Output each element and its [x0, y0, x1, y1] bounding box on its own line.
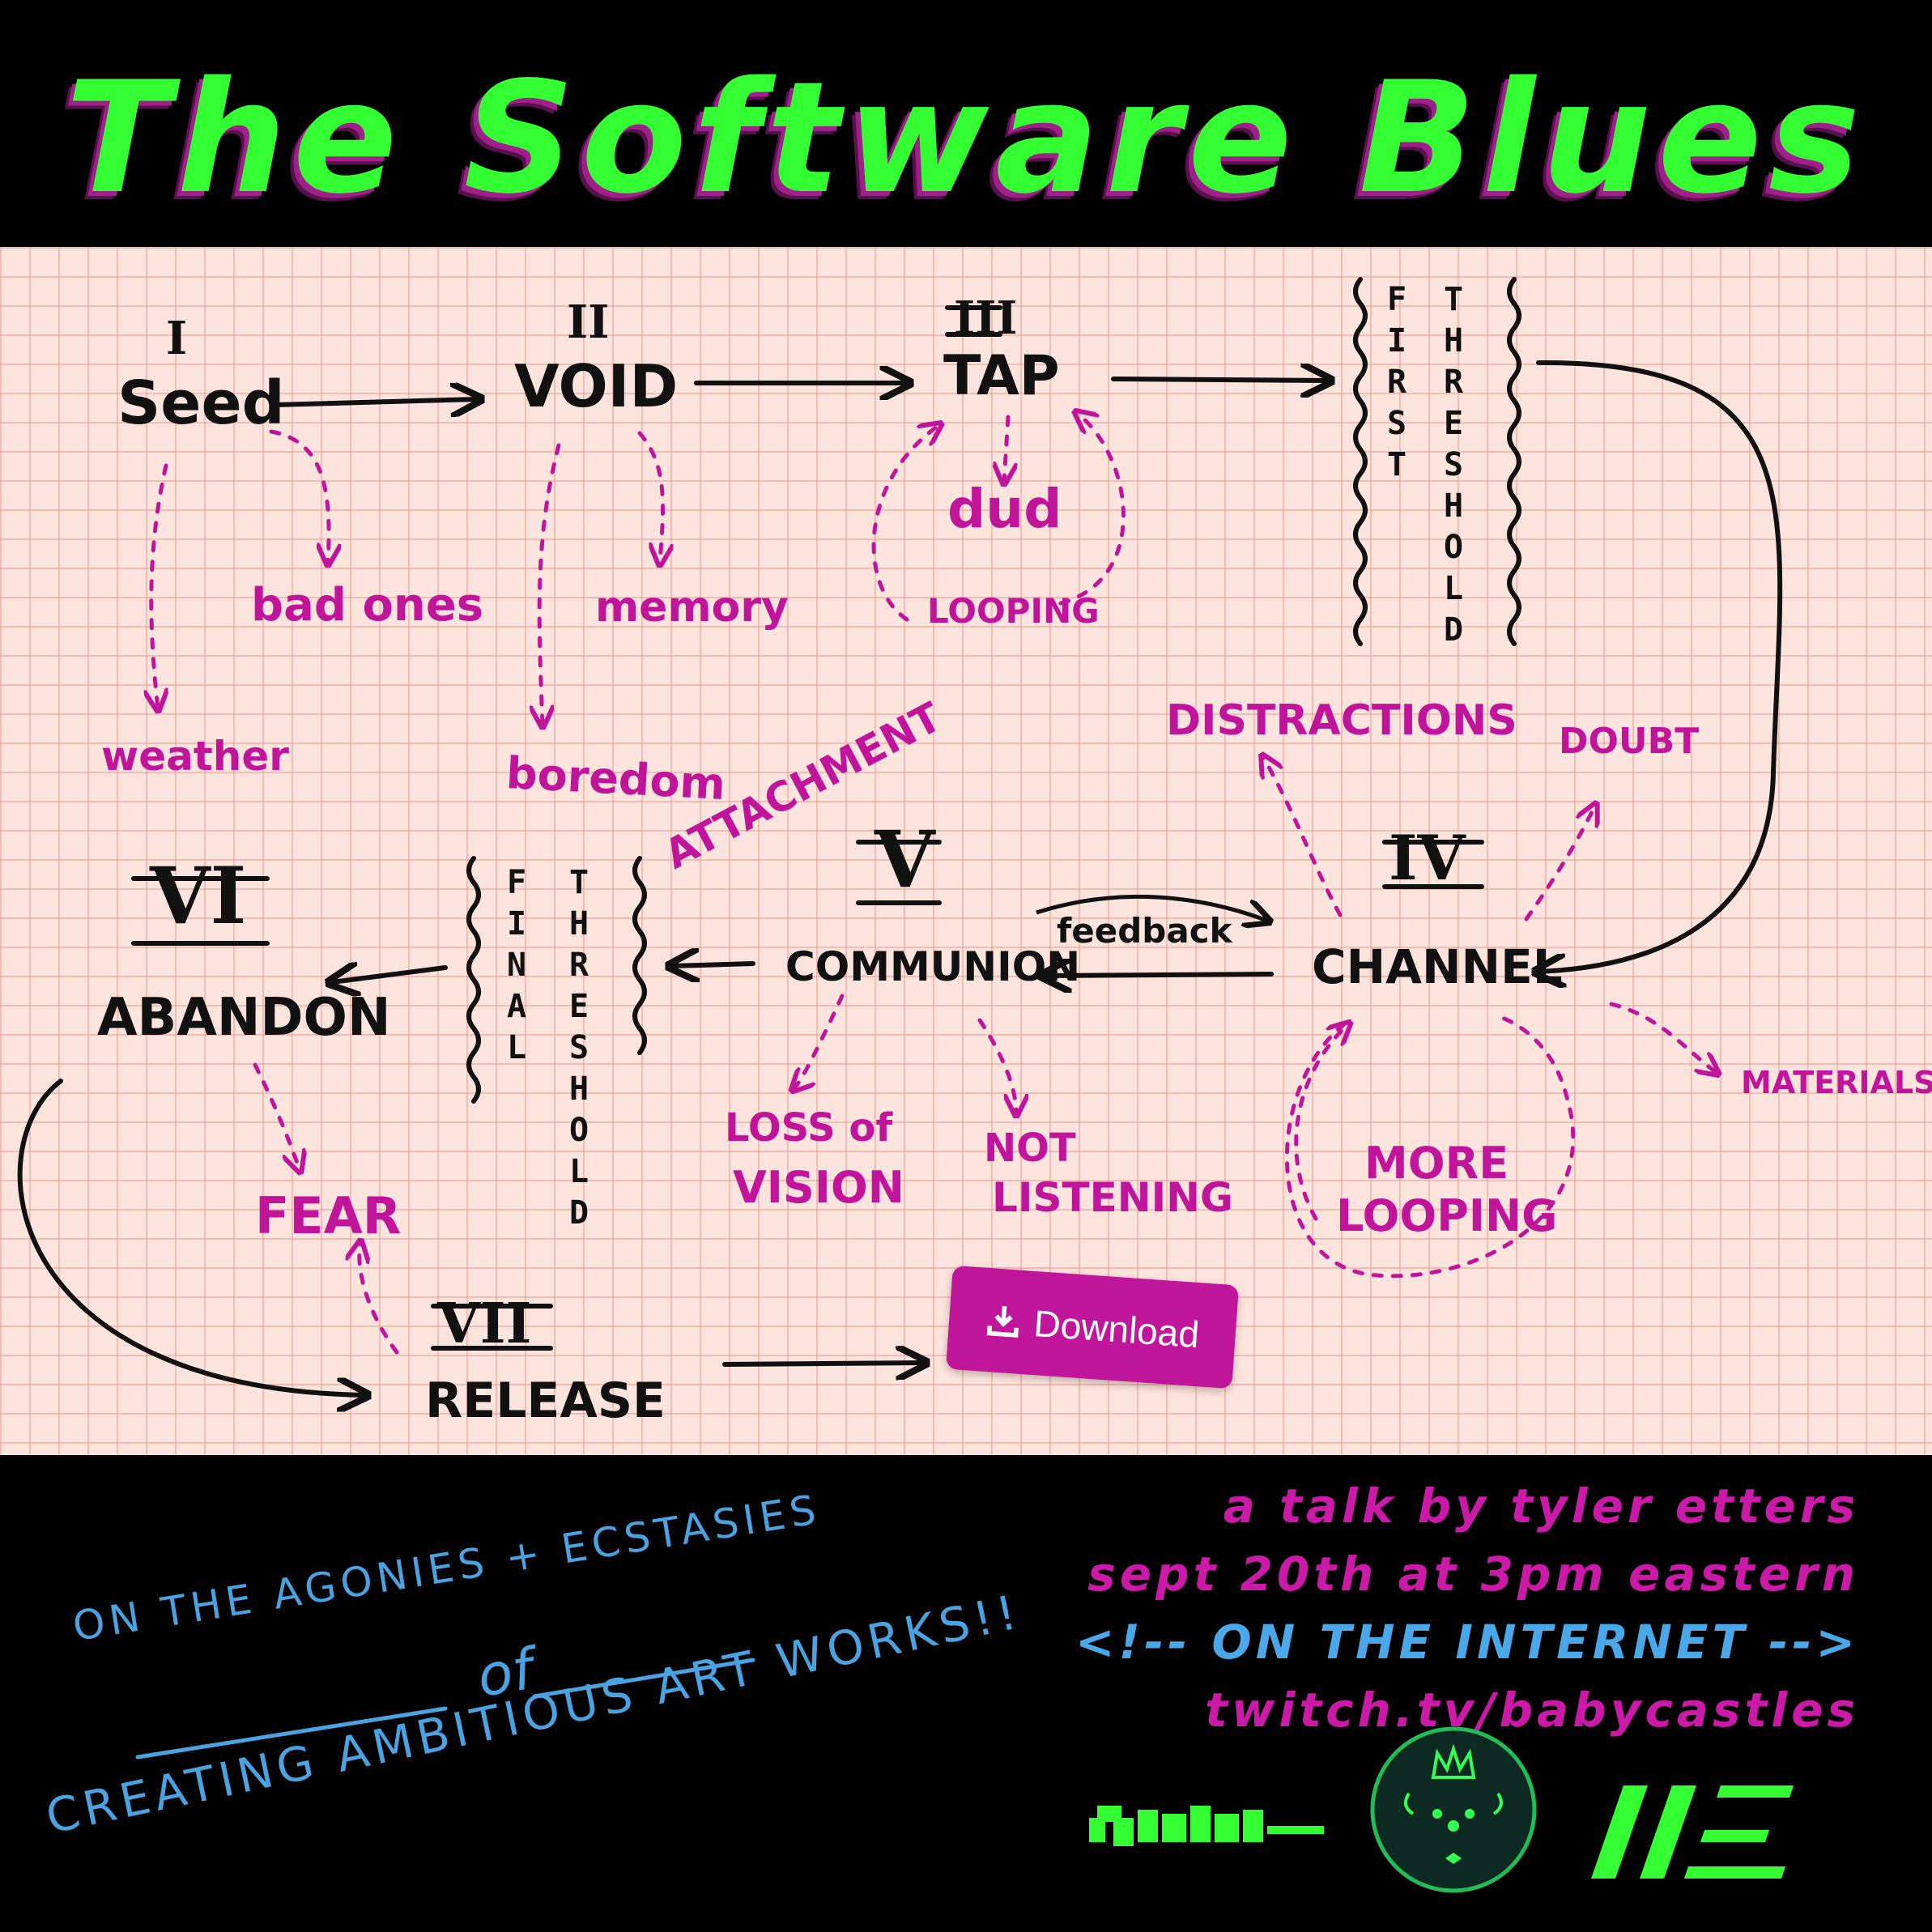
path-abandon-fear — [253, 1062, 300, 1170]
release-numeral: VII — [437, 1292, 532, 1356]
final-threshold-word1: FINAL — [506, 864, 527, 1066]
info-link[interactable]: twitch.tv/babycastles — [1205, 1683, 1859, 1738]
pitfall-memory: memory — [595, 583, 789, 632]
pitfall-loss-of: LOSS of — [725, 1105, 893, 1151]
path-communion-lossofvision — [794, 994, 845, 1089]
release-label: RELEASE — [425, 1372, 666, 1429]
path-channel-loop-in — [1294, 1024, 1348, 1221]
pitfall-doubt: DOUBT — [1559, 721, 1700, 762]
diagram-arrows — [17, 277, 1783, 1455]
communion-numeral: V — [875, 814, 935, 905]
first-threshold-word2: THRESHOLD — [1443, 281, 1464, 649]
pitfall-more: MORE — [1364, 1138, 1509, 1189]
path-void-memory — [637, 431, 663, 563]
pixel-logo-icon — [1089, 1806, 1324, 1846]
diagram-canvas: I Seed II VOID III TAP FIRST THRESHOLD I… — [0, 247, 1932, 1455]
pitfall-more-looping: LOOPING — [1336, 1190, 1558, 1241]
tap-label: TAP — [943, 344, 1060, 408]
arrow-communion-final — [672, 964, 755, 966]
info-date: sept 20th at 3pm eastern — [1087, 1547, 1859, 1602]
info-speaker: a talk by tyler etters — [1223, 1479, 1859, 1534]
final-threshold-left-wall — [466, 856, 481, 1104]
path-tap-dud — [1004, 415, 1008, 482]
arrow-release-download — [722, 1363, 923, 1364]
arrow-threshold-channel — [1538, 360, 1783, 972]
arrow-tap-threshold — [1111, 379, 1328, 381]
pitfall-fear: FEAR — [255, 1186, 402, 1245]
pitfall-materials: MATERIALS — [1741, 1065, 1932, 1100]
path-channel-materials — [1609, 1002, 1717, 1073]
abandon-numeral: VI — [150, 850, 247, 942]
path-release-fear — [360, 1243, 399, 1355]
path-seed-weather — [151, 463, 166, 709]
pitfall-distractions: DISTRACTIONS — [1166, 696, 1517, 745]
arrow-feedback — [1036, 894, 1267, 921]
path-channel-distractions — [1263, 757, 1343, 917]
loop-tap-left — [871, 425, 939, 622]
crowned-bear-logo-icon — [1370, 1726, 1537, 1893]
pitfall-vision: VISION — [733, 1162, 904, 1213]
pitfall-dud: dud — [947, 478, 1062, 540]
arrow-abandon-release — [17, 1079, 364, 1395]
first-threshold-right-wall — [1507, 277, 1521, 646]
download-icon — [986, 1305, 1019, 1338]
abandon-label: ABANDON — [97, 988, 391, 1048]
tap-numeral: III — [954, 292, 1018, 345]
subtitle-lines — [135, 1658, 755, 1760]
arrow-channel-communion — [1045, 974, 1274, 976]
path-void-boredom — [539, 443, 561, 725]
void-numeral: II — [567, 296, 610, 349]
pitfall-looping: LOOPING — [927, 591, 1100, 631]
path-seed-badones — [269, 429, 329, 563]
pitfall-not: NOT — [984, 1126, 1076, 1171]
loop-tap-right — [1058, 413, 1126, 606]
first-threshold-left-wall — [1353, 277, 1368, 646]
void-label: VOID — [514, 352, 679, 420]
title-bar: The Software Blues — [0, 0, 1932, 247]
first-threshold-word1: FIRST — [1386, 281, 1407, 483]
arrow-final-abandon — [332, 968, 448, 982]
stripe-logo-icon — [1591, 1785, 1794, 1879]
loop-channel — [1285, 1014, 1576, 1279]
final-threshold-word2: THRESHOLD — [568, 864, 589, 1232]
communion-label: COMMUNION — [785, 943, 1081, 990]
feedback-label: feedback — [1057, 911, 1232, 951]
pitfall-weather: weather — [101, 733, 289, 780]
channel-numeral: IV — [1389, 822, 1466, 894]
final-threshold-right-wall — [632, 856, 647, 1055]
channel-label: CHANNEL — [1312, 939, 1563, 994]
arrow-seed-void — [273, 399, 478, 405]
pitfall-listening: LISTENING — [992, 1174, 1234, 1221]
path-communion-notlistening — [977, 1018, 1016, 1113]
info-location: <!-- ON THE INTERNET --> — [1075, 1615, 1859, 1670]
event-info: a talk by tyler etters sept 20th at 3pm … — [1075, 1472, 1859, 1744]
download-button[interactable]: Download — [945, 1265, 1240, 1389]
path-channel-doubt — [1524, 806, 1595, 921]
page-title: The Software Blues — [65, 49, 1867, 228]
seed-numeral: I — [166, 312, 188, 365]
download-label: Download — [1032, 1302, 1201, 1356]
seed-label: Seed — [117, 368, 285, 438]
pitfall-bad-ones: bad ones — [251, 579, 484, 632]
